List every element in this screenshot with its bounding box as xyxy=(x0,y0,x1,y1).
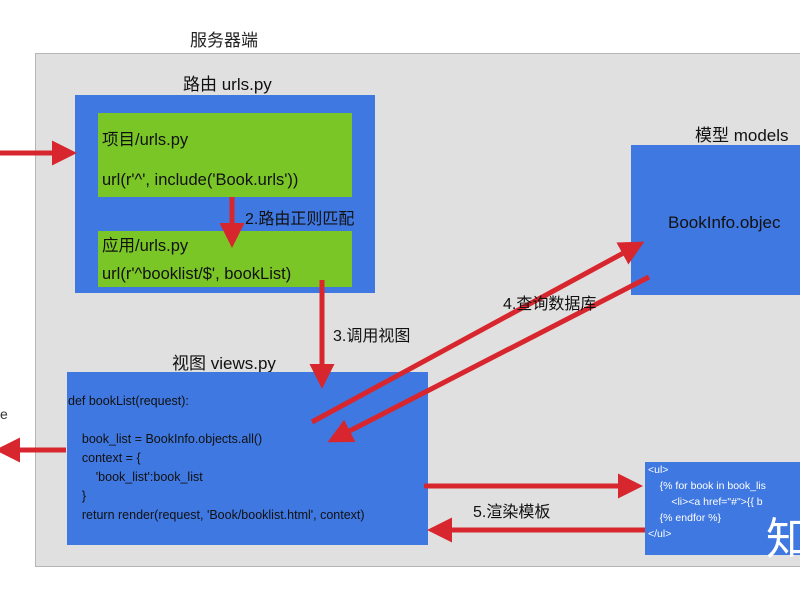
server-label: 服务器端 xyxy=(190,31,258,50)
template-line: <ul> xyxy=(648,464,669,476)
query-db-arrow xyxy=(310,241,645,425)
code-line: } xyxy=(68,489,87,503)
project-urls-line: 项目/urls.py xyxy=(102,131,189,149)
template-box xyxy=(645,462,800,555)
db-result-arrow xyxy=(327,274,651,443)
step5-label: 5.渲染模板 xyxy=(473,504,551,521)
app-urls-box: 应用/urls.py url(r'^booklist/$', bookList) xyxy=(98,231,352,287)
app-urls-line: url(r'^booklist/$', bookList) xyxy=(102,265,292,283)
template-line: {% endfor %} xyxy=(648,512,721,524)
code-line: book_list = BookInfo.objects.all() xyxy=(68,432,263,446)
template-line: <li><a href="#">{{ b xyxy=(648,496,763,508)
template-line: </ul> xyxy=(648,528,672,540)
step3-label: 3.调用视图 xyxy=(333,328,411,345)
code-line: 'book_list':book_list xyxy=(68,470,203,484)
models-title: 模型 models xyxy=(695,126,789,145)
template-code: <ul> {% for book in book_lis <li><a href… xyxy=(648,462,766,542)
views-box xyxy=(67,372,428,545)
step2-label: 2.路由正则匹配 xyxy=(245,211,355,228)
app-urls-line: 应用/urls.py xyxy=(102,237,189,255)
project-urls-box: 项目/urls.py url(r'^', include('Book.urls'… xyxy=(98,113,352,197)
project-urls-line: url(r'^', include('Book.urls')) xyxy=(102,171,299,189)
code-line: return render(request, 'Book/booklist.ht… xyxy=(68,508,365,522)
arrow-group xyxy=(0,140,651,543)
watermark-logo: 知 xyxy=(766,514,800,565)
template-line: {% for book in book_lis xyxy=(648,480,766,492)
edge-fragment-label: e xyxy=(0,406,8,422)
code-line: def bookList(request): xyxy=(68,394,189,408)
step4-label: 4.查询数据库 xyxy=(503,296,597,313)
views-title: 视图 views.py xyxy=(172,354,276,373)
models-query-text: BookInfo.objec xyxy=(668,213,781,232)
router-title: 路由 urls.py xyxy=(183,75,272,94)
code-line: context = { xyxy=(68,451,141,465)
models-box xyxy=(631,145,800,295)
views-code: def bookList(request): book_list = BookI… xyxy=(68,392,365,525)
